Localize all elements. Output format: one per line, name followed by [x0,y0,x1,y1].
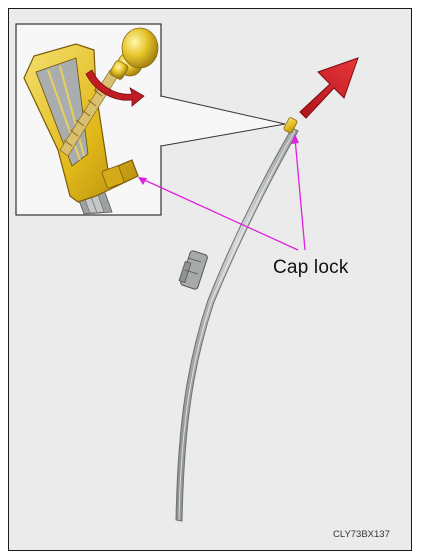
leader-lines [138,134,306,251]
blade-clip-icon [178,250,208,290]
wiper-blade [175,117,299,522]
cap-lock-detail-inset [15,23,286,216]
cap-lock-label: Cap lock [273,257,349,278]
rotate-arrow-icon [85,69,145,107]
direction-arrow-icon [299,57,359,119]
figure-code: CLY73BX137 [333,529,390,540]
cap-lock-icon [283,117,298,134]
